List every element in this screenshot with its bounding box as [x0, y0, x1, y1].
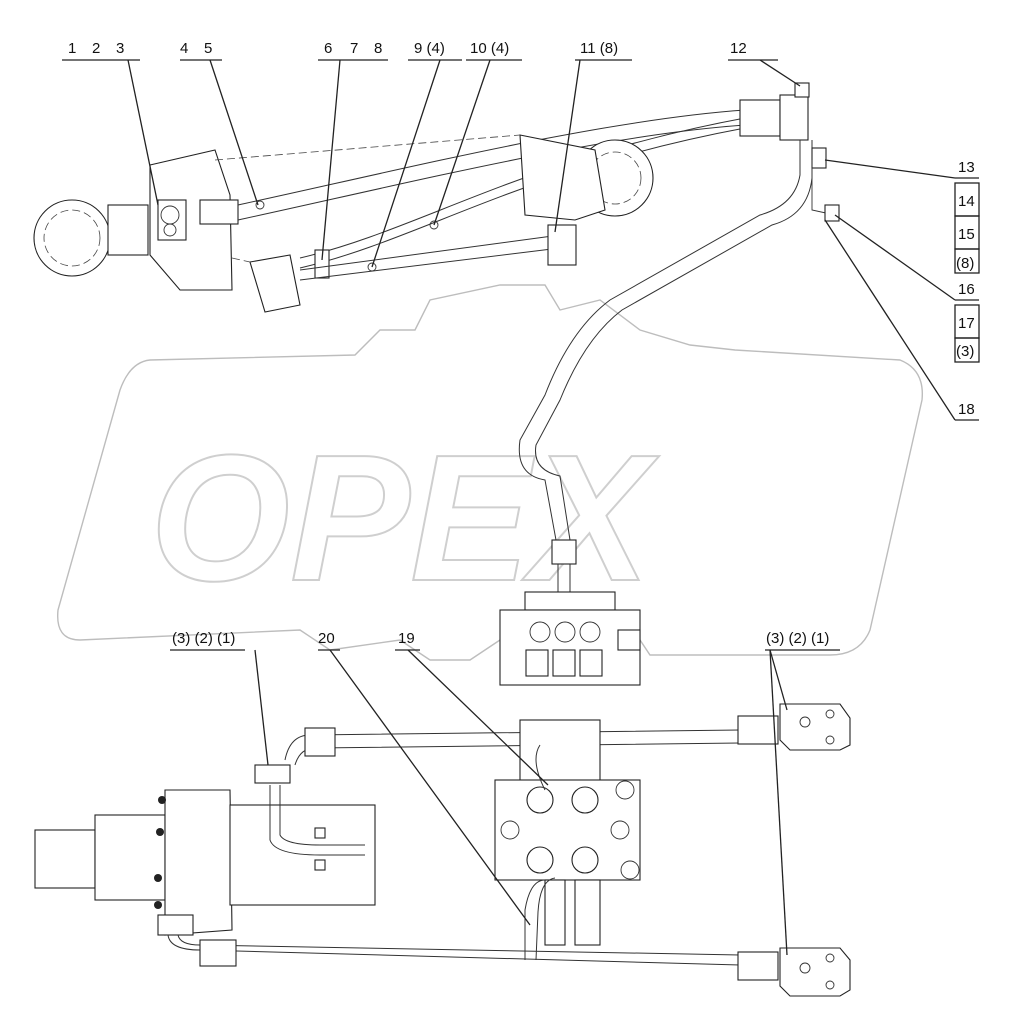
callout-6: 6 — [324, 40, 332, 57]
bottom-assembly — [34, 703, 851, 997]
callout-labels: 1 2 3 4 5 6 7 8 9 (4) 10 (4) 11 (8) 12 1… — [68, 40, 975, 647]
callout-2: 2 — [92, 40, 100, 57]
callout-14: 14 — [958, 193, 975, 210]
callout-5: 5 — [204, 40, 212, 57]
callout-10: 10 (4) — [470, 40, 509, 57]
callout-15: 15 — [958, 226, 975, 243]
callout-17-qty: (3) — [956, 343, 974, 360]
callout-17: 17 — [958, 315, 975, 332]
callout-18: 18 — [958, 401, 975, 418]
callout-20: 20 — [318, 630, 335, 647]
control-valve — [499, 539, 641, 686]
watermark-logo: OPEX — [56, 284, 924, 661]
callout-16: 16 — [958, 281, 975, 298]
callout-11: 11 (8) — [580, 40, 618, 57]
callout-13: 13 — [958, 159, 975, 176]
callout-19: 19 — [398, 630, 415, 647]
callout-3: 3 — [116, 40, 124, 57]
top-assembly — [33, 82, 840, 541]
callout-leaders — [62, 59, 980, 956]
callout-15-qty: (8) — [956, 255, 974, 272]
callout-12: 12 — [730, 40, 747, 57]
callout-8: 8 — [374, 40, 382, 57]
callout-7: 7 — [350, 40, 358, 57]
callout-right-group: (3) (2) (1) — [766, 630, 829, 647]
callout-9: 9 (4) — [414, 40, 445, 57]
callout-left-group: (3) (2) (1) — [172, 630, 235, 647]
watermark-text: OPEX — [150, 418, 660, 619]
callout-4: 4 — [180, 40, 188, 57]
callout-1: 1 — [68, 40, 76, 57]
